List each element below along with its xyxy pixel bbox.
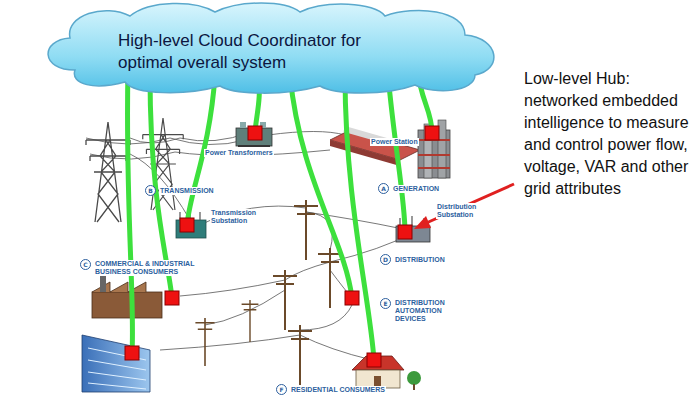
section-letter: D	[380, 254, 391, 265]
section-letter: E	[380, 298, 391, 309]
component-label: Transmission Substation	[210, 209, 264, 225]
section-label: GENERATION	[392, 185, 440, 193]
section-label: COMMERCIAL & INDUSTRIAL BUSINESS CONSUME…	[94, 260, 208, 276]
component-label: Power Transformers	[204, 149, 274, 157]
section-letter: B	[145, 185, 156, 196]
section-letter: F	[276, 384, 287, 395]
callout-text: Low-level Hub: networked embedded intell…	[524, 68, 694, 200]
section-label: DISTRIBUTION	[394, 256, 446, 264]
component-label: Distribution Substation	[436, 203, 490, 219]
section-label: RESIDENTIAL CONSUMERS	[290, 386, 386, 394]
section-letter: C	[80, 259, 91, 270]
section-label: DISTRIBUTION AUTOMATION DEVICES	[394, 299, 454, 323]
section-label: TRANSMISSION	[159, 187, 215, 195]
cloud-title: High-level Cloud Coordinator for optimal…	[118, 30, 388, 74]
section-letter: A	[378, 183, 389, 194]
component-label: Power Station	[370, 138, 419, 146]
cloud-coordinator: High-level Cloud Coordinator for optimal…	[35, 0, 505, 95]
